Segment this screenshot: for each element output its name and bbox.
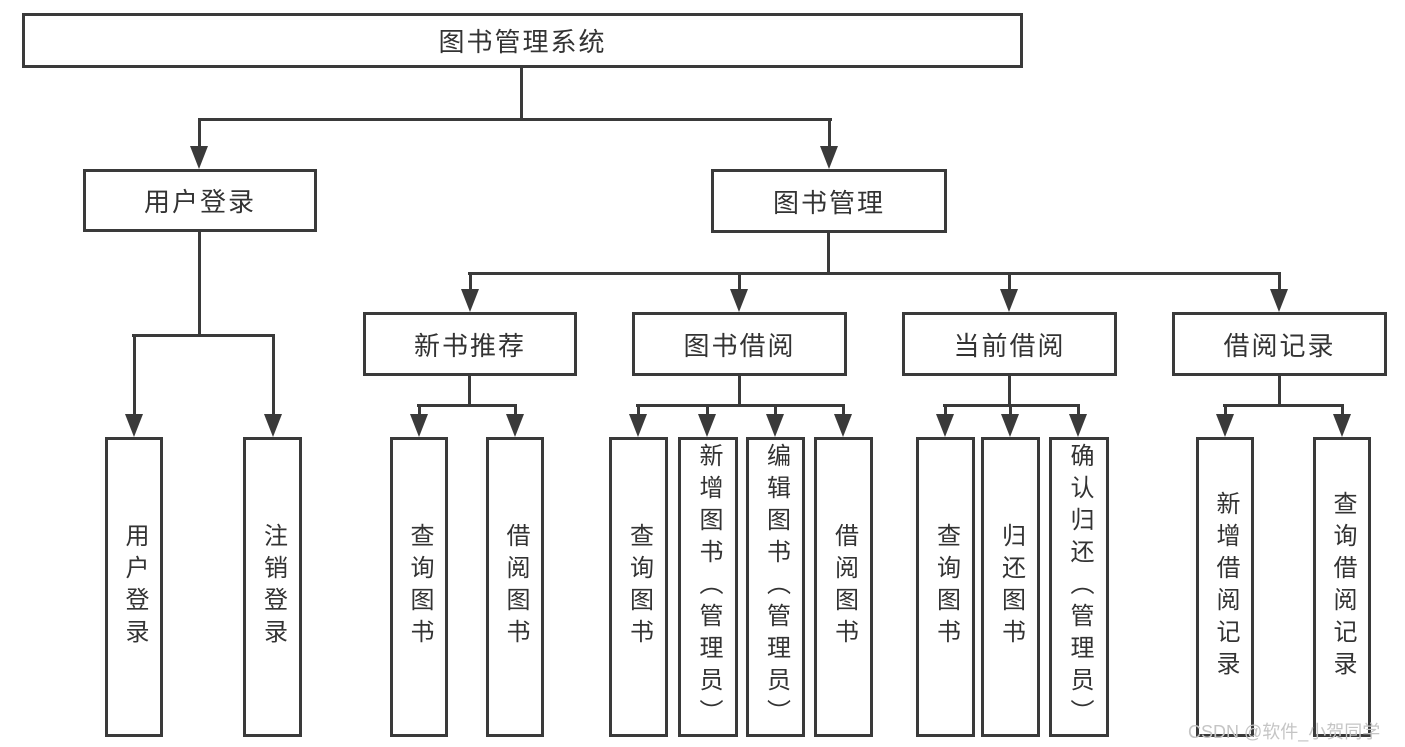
connector-user-login-stub	[198, 232, 201, 336]
arrow-shaft	[132, 337, 136, 414]
arrow-head-icon	[834, 414, 852, 437]
arrow-shaft	[827, 121, 831, 146]
node-book-management: 图书管理	[711, 169, 947, 233]
node-user-login: 用户登录	[83, 169, 317, 232]
arrow-shaft	[197, 121, 201, 146]
arrow-shaft	[1277, 275, 1281, 289]
leaf-add-books-admin: 新增图书（管理员）	[678, 437, 738, 737]
arrow-shaft	[468, 275, 472, 289]
arrow-head-icon	[820, 146, 838, 169]
leaf-query-books-2: 查询图书	[609, 437, 668, 737]
arrow-shaft	[705, 407, 709, 414]
arrow-shaft	[1008, 407, 1012, 414]
arrow-head-icon	[1069, 414, 1087, 437]
leaf-borrow-books-1: 借阅图书	[486, 437, 544, 737]
arrow-head-icon	[1333, 414, 1351, 437]
arrow-to-user-login	[190, 121, 208, 169]
arrow-to-borrowing-records	[1270, 275, 1288, 312]
connector-user-login-rail	[132, 334, 275, 337]
arrow-head-icon	[1216, 414, 1234, 437]
leaf-return-books: 归还图书	[981, 437, 1040, 737]
arrow-shaft	[737, 275, 741, 289]
arrow-to-book-borrowing	[730, 275, 748, 312]
arrow-shaft	[1340, 407, 1344, 414]
connector-level3-rail	[468, 272, 1281, 275]
connector-book-management-stub	[827, 233, 830, 274]
arrow-shaft	[773, 407, 777, 414]
arrow-to-current-borrowing	[1000, 275, 1018, 312]
arrow-shaft	[417, 407, 421, 414]
leaf-logout: 注销登录	[243, 437, 302, 737]
arrow-to-return-books	[1001, 407, 1019, 437]
arrow-shaft	[513, 407, 517, 414]
arrow-head-icon	[1001, 414, 1019, 437]
arrow-shaft	[841, 407, 845, 414]
arrow-head-icon	[264, 414, 282, 437]
arrow-head-icon	[506, 414, 524, 437]
arrow-head-icon	[125, 414, 143, 437]
arrow-head-icon	[629, 414, 647, 437]
node-borrowing-records: 借阅记录	[1172, 312, 1387, 376]
arrow-head-icon	[1000, 289, 1018, 312]
connector-current-borrowing-rail	[943, 404, 1080, 407]
watermark: CSDN @软件_小贺同学	[1188, 722, 1381, 742]
connector-root-stub	[520, 68, 523, 119]
connector-new-book-rail	[417, 404, 517, 407]
arrow-to-confirm-return-admin	[1069, 407, 1087, 437]
arrow-to-new-book-recommendation	[461, 275, 479, 312]
leaf-confirm-return-admin: 确认归还（管理员）	[1049, 437, 1109, 737]
arrow-shaft	[943, 407, 947, 414]
arrow-shaft	[271, 337, 275, 414]
connector-borrowing-records-rail	[1223, 404, 1344, 407]
arrow-head-icon	[936, 414, 954, 437]
connector-borrowing-records-stub	[1278, 376, 1281, 406]
arrow-shaft	[1007, 275, 1011, 289]
leaf-query-books-3: 查询图书	[916, 437, 975, 737]
leaf-query-borrow-record: 查询借阅记录	[1313, 437, 1371, 737]
arrow-to-book-management	[820, 121, 838, 169]
leaf-borrow-books-2: 借阅图书	[814, 437, 873, 737]
connector-current-borrowing-stub	[1008, 376, 1011, 406]
arrow-to-query-books-3	[936, 407, 954, 437]
arrow-shaft	[1223, 407, 1227, 414]
connector-level2-rail	[198, 118, 832, 121]
arrow-head-icon	[698, 414, 716, 437]
arrow-to-borrow-books-2	[834, 407, 852, 437]
arrow-to-logout-leaf	[264, 337, 282, 437]
leaf-edit-books-admin: 编辑图书（管理员）	[746, 437, 805, 737]
node-new-book-recommendation: 新书推荐	[363, 312, 577, 376]
node-library-management-system: 图书管理系统	[22, 13, 1023, 68]
arrow-head-icon	[461, 289, 479, 312]
arrow-to-edit-books-admin	[766, 407, 784, 437]
arrow-head-icon	[1270, 289, 1288, 312]
leaf-query-books-1: 查询图书	[390, 437, 448, 737]
connector-book-borrowing-rail	[636, 404, 845, 407]
arrow-head-icon	[730, 289, 748, 312]
arrow-to-query-books-1	[410, 407, 428, 437]
node-book-borrowing: 图书借阅	[632, 312, 847, 376]
leaf-user-login: 用户登录	[105, 437, 163, 737]
arrow-head-icon	[190, 146, 208, 169]
arrow-head-icon	[410, 414, 428, 437]
arrow-shaft	[1076, 407, 1080, 414]
arrow-to-user-login-leaf	[125, 337, 143, 437]
arrow-to-add-books-admin	[698, 407, 716, 437]
node-current-borrowing: 当前借阅	[902, 312, 1117, 376]
arrow-to-query-books-2	[629, 407, 647, 437]
arrow-to-add-borrow-record	[1216, 407, 1234, 437]
leaf-add-borrow-record: 新增借阅记录	[1196, 437, 1254, 737]
arrow-head-icon	[766, 414, 784, 437]
arrow-to-query-borrow-record	[1333, 407, 1351, 437]
arrow-shaft	[636, 407, 640, 414]
arrow-to-borrow-books-1	[506, 407, 524, 437]
connector-new-book-stub	[468, 376, 471, 406]
connector-book-borrowing-stub	[738, 376, 741, 406]
